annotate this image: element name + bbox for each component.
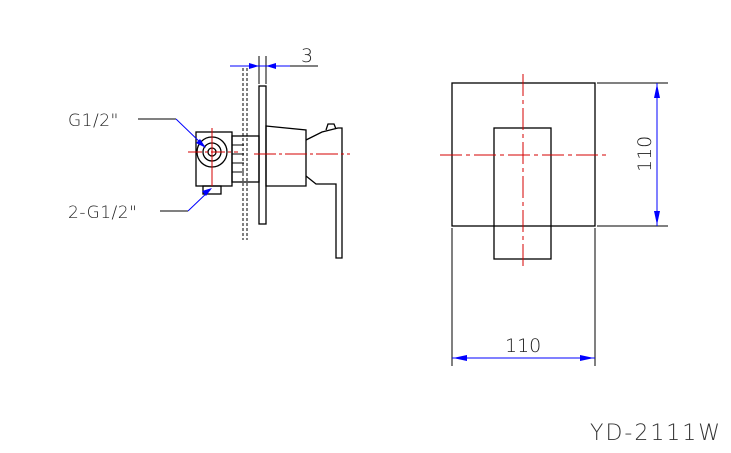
plate-thickness-label: 3 — [301, 45, 313, 67]
valve-body — [195, 131, 233, 187]
width-label: 110 — [505, 335, 541, 357]
height-label: 110 — [634, 136, 656, 172]
valve-neck — [231, 135, 260, 183]
side-view — [195, 68, 343, 259]
side-centerlines — [188, 128, 350, 186]
arrow-head — [266, 63, 276, 69]
lever-tip — [325, 123, 337, 131]
arrow-head — [202, 188, 212, 196]
plate-thickness-dimension — [230, 56, 318, 84]
outlet-thread-callout — [160, 188, 212, 212]
arrow-head — [196, 139, 206, 148]
width-dimension — [451, 228, 596, 366]
arrow-head — [249, 63, 259, 69]
handle-base — [265, 125, 307, 187]
outlet-thread-label: 2-G1/2" — [68, 203, 137, 223]
height-dimension — [597, 82, 668, 227]
arrow-head — [654, 211, 660, 225]
lever-handle — [305, 127, 343, 259]
arrow-head — [580, 355, 594, 361]
arrow-head — [453, 355, 467, 361]
arrow-head — [654, 84, 660, 98]
cover-plate — [258, 85, 267, 225]
inlet-thread-callout — [138, 118, 206, 148]
model-number: YD-2111W — [590, 421, 722, 446]
front-centerlines — [440, 74, 606, 268]
inlet-thread-label: G1/2" — [68, 111, 119, 131]
